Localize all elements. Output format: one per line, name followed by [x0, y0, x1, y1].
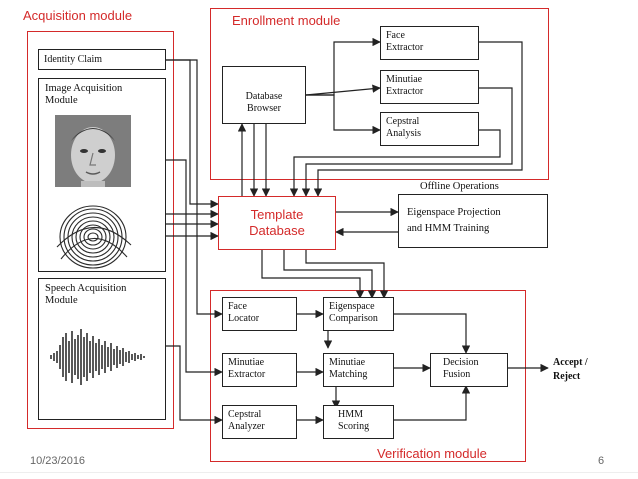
decision-fusion-line2: Fusion: [443, 369, 471, 380]
face-extractor-line2: Extractor: [386, 42, 424, 53]
eigenspace-comparison-line2: Comparison: [329, 313, 378, 324]
enrollment-module-frame: [210, 8, 549, 180]
hmm-scoring-line2: Scoring: [338, 421, 370, 432]
decision-fusion-line1: Decision: [443, 357, 479, 368]
identity-claim-label: Identity Claim: [44, 54, 103, 65]
hmm-scoring-line1: HMM: [338, 409, 364, 420]
page-number: 6: [598, 455, 605, 467]
face-extractor-box: Face Extractor: [380, 26, 479, 60]
face-locator-line2: Locator: [228, 313, 260, 324]
minutiae-extractor-verify-line1: Minutiae: [228, 357, 265, 368]
minutiae-matching-line2: Matching: [329, 369, 368, 380]
identity-claim-box: Identity Claim: [38, 49, 166, 70]
footer-divider: [0, 472, 638, 473]
face-extractor-line1: Face: [386, 30, 405, 41]
template-database-line2: Database: [249, 223, 305, 238]
eigenspace-comparison-box: Eigenspace Comparison: [323, 297, 394, 331]
cepstral-analyzer-box: Cepstral Analyzer: [222, 405, 297, 439]
fingerprint-icon: [56, 205, 132, 269]
database-browser-box: Database Browser: [222, 66, 306, 124]
face-locator-line1: Face: [228, 301, 247, 312]
cepstral-analysis-line1: Cepstral: [386, 116, 420, 127]
decision-fusion-box: Decision Fusion: [430, 353, 508, 387]
speech-waveform-icon: [50, 329, 145, 385]
minutiae-extractor-enroll-box: Minutiae Extractor: [380, 70, 479, 104]
face-locator-box: Face Locator: [222, 297, 297, 331]
eigenspace-comparison-line1: Eigenspace: [329, 301, 375, 312]
minutiae-matching-box: Minutiae Matching: [323, 353, 394, 387]
image-acquisition-module: Image Acquisition Module: [38, 78, 166, 272]
face-photo-icon: [55, 115, 131, 187]
footer-date: 10/23/2016: [30, 455, 86, 467]
speech-acquisition-module: Speech Acquisition Module: [38, 278, 166, 420]
image-acquisition-title-line1: Image Acquisition: [45, 83, 123, 94]
speech-acquisition-title-line1: Speech Acquisition: [45, 283, 127, 294]
minutiae-extractor-enroll-line1: Minutiae: [386, 74, 423, 85]
accept-reject-line2: Reject: [553, 371, 581, 382]
template-database-line1: Template: [250, 207, 304, 222]
cepstral-analysis-line2: Analysis: [386, 128, 421, 139]
accept-reject-label: Accept / Reject: [553, 356, 588, 384]
accept-reject-line1: Accept /: [553, 357, 588, 368]
enrollment-module-label: Enrollment module: [232, 13, 341, 28]
template-database-box: Template Database: [218, 196, 336, 250]
acquisition-module-frame: [27, 31, 174, 429]
cepstral-analyzer-line1: Cepstral: [228, 409, 262, 420]
speech-acquisition-title-line2: Module: [45, 295, 78, 306]
eigenspace-training-box: Eigenspace Projection and HMM Training: [398, 194, 548, 248]
cepstral-analysis-box: Cepstral Analysis: [380, 112, 479, 146]
offline-operations-label: Offline Operations: [420, 181, 499, 192]
acquisition-module-label: Acquisition module: [23, 8, 133, 23]
verification-module-label: Verification module: [377, 446, 487, 461]
minutiae-extractor-verify-line2: Extractor: [228, 369, 266, 380]
image-acquisition-title-line2: Module: [45, 95, 78, 106]
eigenspace-training-line1: Eigenspace Projection: [407, 207, 501, 218]
minutiae-extractor-enroll-line2: Extractor: [386, 86, 424, 97]
database-browser-label: Database Browser: [245, 91, 283, 114]
minutiae-extractor-verify-box: Minutiae Extractor: [222, 353, 297, 387]
hmm-scoring-box: HMM Scoring: [323, 405, 394, 439]
cepstral-analyzer-line2: Analyzer: [228, 421, 265, 432]
minutiae-matching-line1: Minutiae: [329, 357, 366, 368]
eigenspace-training-line2: and HMM Training: [407, 223, 490, 234]
